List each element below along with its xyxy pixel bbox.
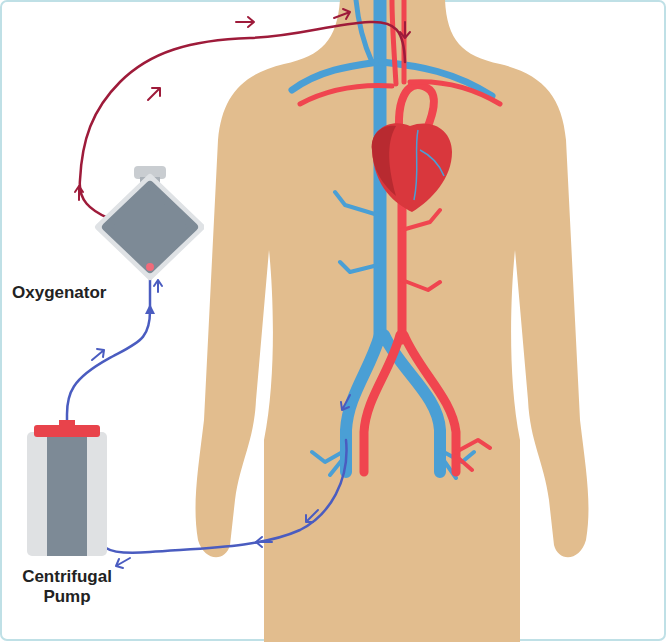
node-label: Oxygenator bbox=[12, 283, 204, 303]
subclavian-artery bbox=[300, 82, 500, 104]
flow-arrow bbox=[154, 280, 162, 292]
flow-arrow bbox=[236, 17, 254, 27]
flow-arrow bbox=[116, 558, 130, 568]
oxygenator-housing bbox=[98, 177, 202, 277]
flow-arrows bbox=[75, 9, 410, 568]
venous-tube bbox=[106, 440, 347, 553]
oxygenator-body bbox=[106, 185, 194, 269]
pump-cap bbox=[34, 425, 100, 437]
tube-connector bbox=[67, 305, 150, 420]
centrifugal-pump: Centrifugal Pump bbox=[8, 420, 126, 609]
jugular-vein bbox=[356, 0, 372, 62]
pump-housing bbox=[27, 432, 107, 556]
oxygenator: Oxygenator bbox=[12, 165, 204, 305]
branch-artery bbox=[402, 210, 490, 470]
heart bbox=[372, 123, 452, 212]
oxygenated-tube bbox=[80, 22, 405, 218]
drainage-tube bbox=[106, 440, 347, 553]
flow-arrow bbox=[400, 22, 410, 38]
veins bbox=[292, 0, 492, 478]
oxygenator-port bbox=[146, 263, 154, 271]
pump-core bbox=[47, 434, 87, 556]
centrifugal-pump-icon bbox=[8, 420, 126, 567]
flow-arrow bbox=[334, 9, 350, 19]
coronary-vessel bbox=[414, 130, 444, 200]
flow-arrow bbox=[341, 395, 350, 410]
flow-arrow bbox=[75, 186, 83, 200]
oxygenator-icon bbox=[12, 165, 204, 283]
arteries bbox=[300, 0, 500, 472]
flow-arrow bbox=[92, 349, 104, 360]
body-silhouette bbox=[196, 0, 589, 642]
return-tube bbox=[80, 22, 405, 218]
flow-arrow bbox=[148, 88, 160, 100]
heart-shade bbox=[372, 126, 396, 196]
iliac-artery bbox=[404, 335, 456, 472]
branch-vein bbox=[312, 192, 474, 478]
node-label: Centrifugal Pump bbox=[8, 567, 126, 606]
heart-shape bbox=[372, 123, 452, 212]
iliac-artery bbox=[364, 335, 400, 472]
